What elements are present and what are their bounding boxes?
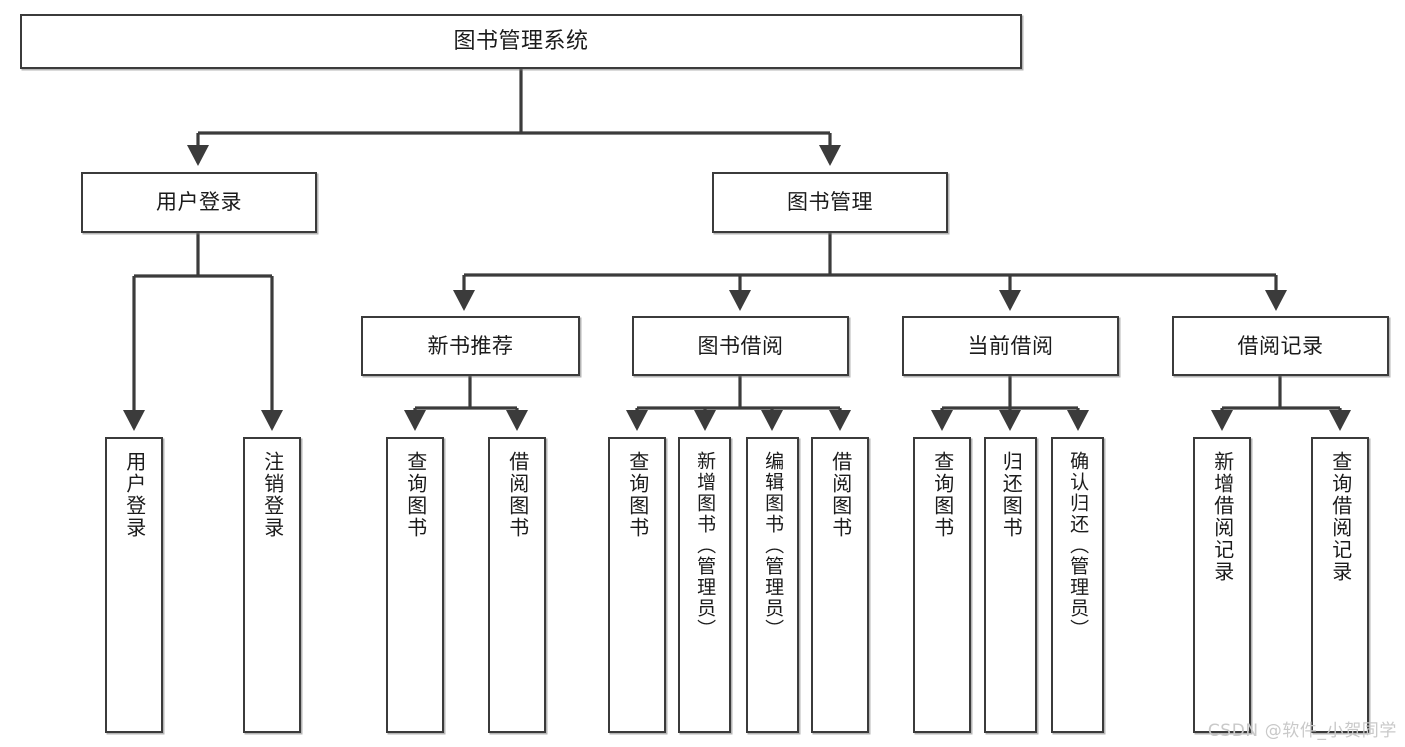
leaf-return-books[interactable]: 归还图书 [984,437,1037,733]
node-label: 图书借阅 [697,333,784,358]
node-borrow-records[interactable]: 借阅记录 [1172,316,1389,376]
node-label: 新增图书（管理员） [694,451,717,640]
leaf-query-books-current[interactable]: 查询图书 [913,437,971,733]
node-book-borrowing[interactable]: 图书借阅 [632,316,849,376]
node-new-book-recommendation[interactable]: 新书推荐 [361,316,580,376]
node-label: 归还图书 [999,451,1024,539]
leaf-borrow-books-borrowing[interactable]: 借阅图书 [811,437,869,733]
leaf-query-books-borrowing[interactable]: 查询图书 [608,437,666,733]
node-label: 用户登录 [122,451,147,539]
leaf-borrow-books-new-recommendation[interactable]: 借阅图书 [488,437,546,733]
leaf-logout[interactable]: 注销登录 [243,437,301,733]
leaf-add-book-admin[interactable]: 新增图书（管理员） [678,437,731,733]
node-label: 查询借阅记录 [1328,451,1353,583]
node-label: 借阅图书 [828,451,853,539]
node-book-management[interactable]: 图书管理 [712,172,948,233]
node-current-borrowing[interactable]: 当前借阅 [902,316,1119,376]
node-label: 借阅图书 [505,451,530,539]
watermark-credit: CSDN @软件_小贺同学 [1207,721,1397,741]
leaf-add-borrow-record[interactable]: 新增借阅记录 [1193,437,1251,733]
node-user-login[interactable]: 用户登录 [81,172,317,233]
node-label: 编辑图书（管理员） [762,451,785,640]
leaf-edit-book-admin[interactable]: 编辑图书（管理员） [746,437,799,733]
node-label: 当前借阅 [967,333,1054,358]
node-label: 用户登录 [156,190,242,215]
node-label: 查询图书 [403,451,428,539]
leaf-user-login[interactable]: 用户登录 [105,437,163,733]
node-label: 新增借阅记录 [1210,451,1235,583]
node-root-book-management-system[interactable]: 图书管理系统 [20,14,1022,69]
leaf-query-books-new-recommendation[interactable]: 查询图书 [386,437,444,733]
node-label: 注销登录 [260,451,285,539]
node-label: 查询图书 [930,451,955,539]
leaf-query-borrow-record[interactable]: 查询借阅记录 [1311,437,1369,733]
leaf-confirm-return-admin[interactable]: 确认归还（管理员） [1051,437,1104,733]
node-label: 查询图书 [625,451,650,539]
node-label: 新书推荐 [427,333,514,358]
node-label: 确认归还（管理员） [1067,451,1090,640]
node-label: 借阅记录 [1237,333,1324,358]
node-label: 图书管理系统 [453,28,589,54]
node-label: 图书管理 [787,190,873,215]
